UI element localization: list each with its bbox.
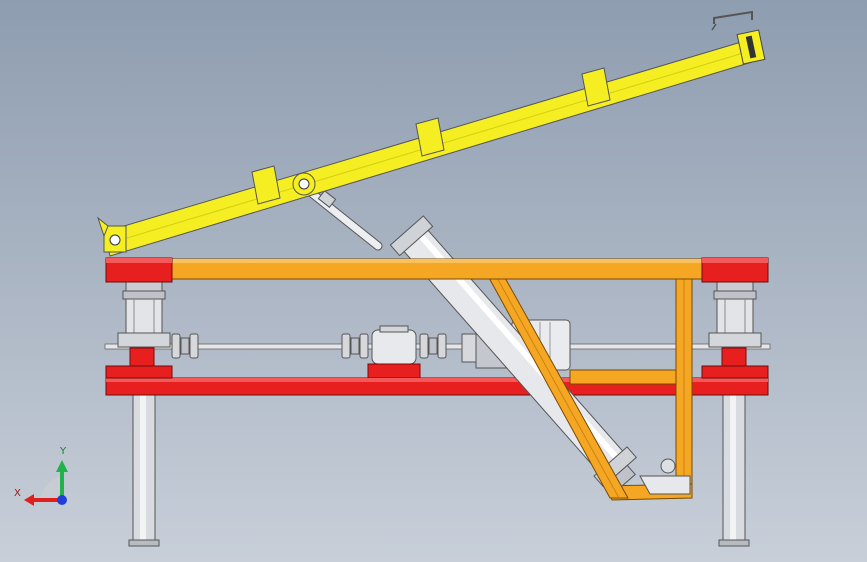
- right-leg-column: [718, 391, 750, 547]
- coordinate-triad: Y X: [14, 446, 68, 506]
- yellow-boom-arm: [96, 10, 766, 257]
- left-jack-column: [117, 280, 171, 369]
- coupling-left: [171, 333, 199, 359]
- x-axis-label: X: [14, 488, 21, 499]
- cylinder-rod: [299, 182, 383, 251]
- z-axis-origin-icon: [57, 495, 67, 505]
- orange-crossbar: [569, 369, 683, 385]
- cylinder-base-mount: [639, 458, 691, 495]
- coupling-mid-right: [419, 333, 447, 359]
- orange-vertical-post: [675, 277, 693, 495]
- y-axis-arrow-icon: [56, 460, 68, 472]
- coupling-mid-left: [341, 333, 369, 359]
- right-jack-column: [708, 280, 762, 369]
- left-leg-column: [128, 391, 160, 547]
- y-axis-label: Y: [59, 446, 67, 457]
- upper-frame-beam: [105, 257, 769, 283]
- x-axis-arrow-icon: [24, 494, 34, 506]
- gearbox: [367, 325, 421, 379]
